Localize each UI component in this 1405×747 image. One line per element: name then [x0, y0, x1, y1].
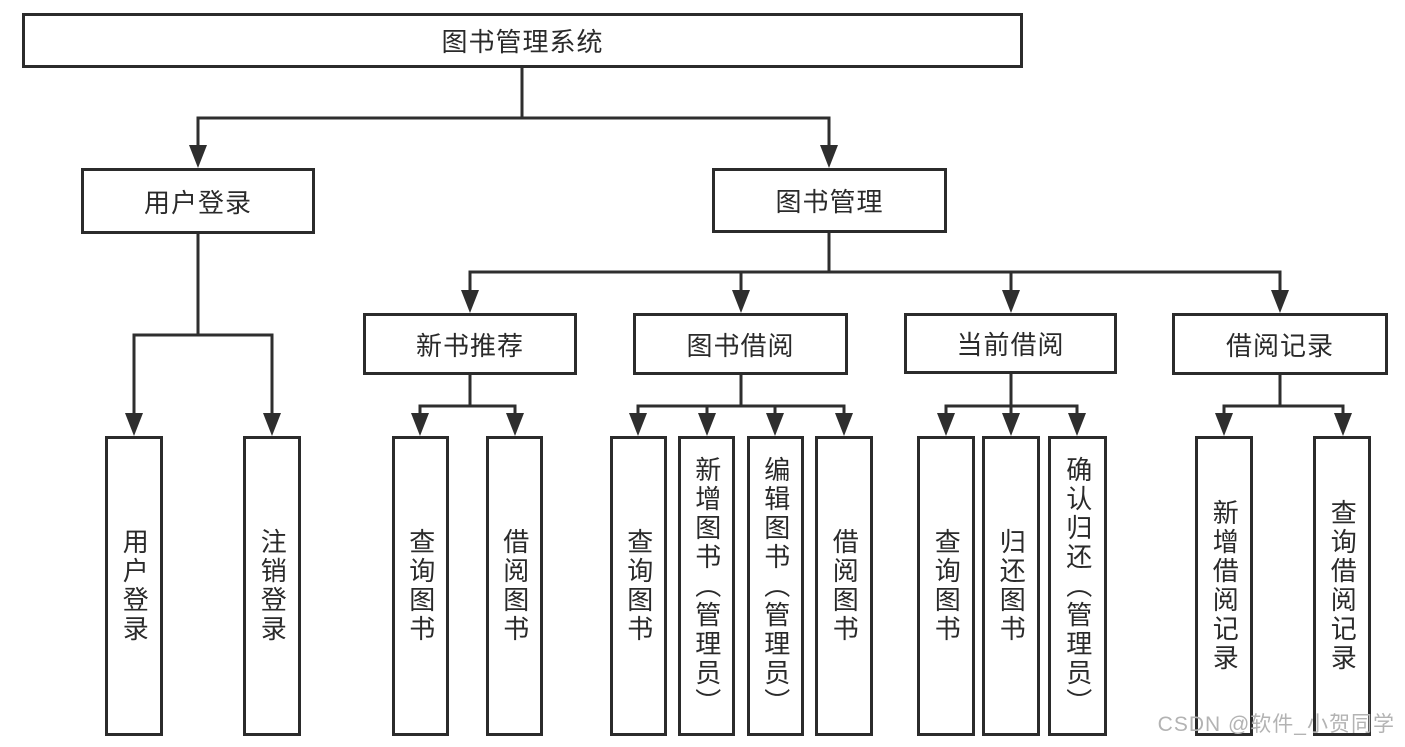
leaf-current-return-books-label: 归还图书 — [996, 528, 1027, 644]
node-new-book-recommendation: 新书推荐 — [363, 313, 577, 375]
leaf-records-add-borrow-record-label: 新增借阅记录 — [1209, 499, 1240, 673]
leaf-current-confirm-return-admin-label: 确认归还（管理员） — [1062, 455, 1093, 717]
leaf-current-confirm-return-admin: 确认归还（管理员） — [1048, 436, 1107, 736]
leaf-borrowing-query-books: 查询图书 — [610, 436, 667, 736]
node-user-login: 用户登录 — [81, 168, 315, 234]
node-current-borrowing: 当前借阅 — [904, 313, 1117, 374]
leaf-newrec-query-books: 查询图书 — [392, 436, 449, 736]
leaf-borrowing-borrow-books-label: 借阅图书 — [829, 528, 860, 644]
leaf-records-query-borrow-record-label: 查询借阅记录 — [1327, 499, 1358, 673]
leaf-borrowing-edit-books-admin-label: 编辑图书（管理员） — [760, 455, 791, 717]
leaf-newrec-borrow-books-label: 借阅图书 — [499, 528, 530, 644]
leaf-logout-login-label: 注销登录 — [257, 528, 288, 644]
leaf-newrec-borrow-books: 借阅图书 — [486, 436, 543, 736]
leaf-borrowing-borrow-books: 借阅图书 — [815, 436, 873, 736]
leaf-borrowing-query-books-label: 查询图书 — [623, 528, 654, 644]
leaf-newrec-query-books-label: 查询图书 — [405, 528, 436, 644]
leaf-records-add-borrow-record: 新增借阅记录 — [1195, 436, 1253, 736]
leaf-current-query-books-label: 查询图书 — [931, 528, 962, 644]
leaf-user-login-label: 用户登录 — [119, 528, 150, 644]
leaf-current-return-books: 归还图书 — [982, 436, 1040, 736]
leaf-borrowing-edit-books-admin: 编辑图书（管理员） — [747, 436, 804, 736]
leaf-user-login: 用户登录 — [105, 436, 163, 736]
watermark: CSDN @软件_小贺同学 — [1157, 713, 1395, 736]
leaf-logout-login: 注销登录 — [243, 436, 301, 736]
leaf-current-query-books: 查询图书 — [917, 436, 975, 736]
node-library-management-system: 图书管理系统 — [22, 13, 1023, 68]
node-borrowing-records: 借阅记录 — [1172, 313, 1388, 375]
node-book-management: 图书管理 — [712, 168, 947, 233]
leaf-borrowing-add-books-admin: 新增图书（管理员） — [678, 436, 735, 736]
leaf-records-query-borrow-record: 查询借阅记录 — [1313, 436, 1371, 736]
leaf-borrowing-add-books-admin-label: 新增图书（管理员） — [691, 455, 722, 717]
node-book-borrowing: 图书借阅 — [633, 313, 848, 375]
